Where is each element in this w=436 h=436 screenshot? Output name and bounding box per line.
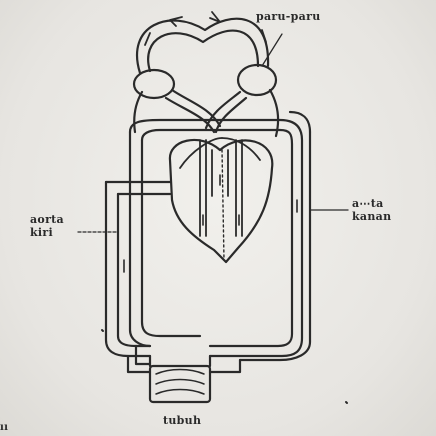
edge-mark: ıı (0, 421, 8, 434)
label-paru-paru: paru-paru (256, 10, 321, 23)
label-aorta-kiri: aorta kiri (30, 213, 64, 239)
heart-septum (222, 150, 224, 260)
label-aorta-kiri-line1: aorta (30, 213, 64, 226)
body-capillaries (128, 346, 240, 402)
systemic-arrows (124, 200, 297, 272)
label-aorta-kanan-line2: kanan (352, 210, 391, 223)
systemic-loop (106, 112, 310, 360)
label-tubuh: tubuh (163, 414, 201, 427)
heart-vessels (180, 138, 260, 236)
pulmonary-loop (134, 19, 278, 136)
label-aorta-kiri-line2: kiri (30, 226, 64, 239)
heart (170, 140, 272, 262)
label-aorta-kanan-line1: a⋯ta (352, 197, 391, 210)
label-aorta-kanan: a⋯ta kanan (352, 197, 391, 223)
heart-arrows (203, 175, 239, 225)
